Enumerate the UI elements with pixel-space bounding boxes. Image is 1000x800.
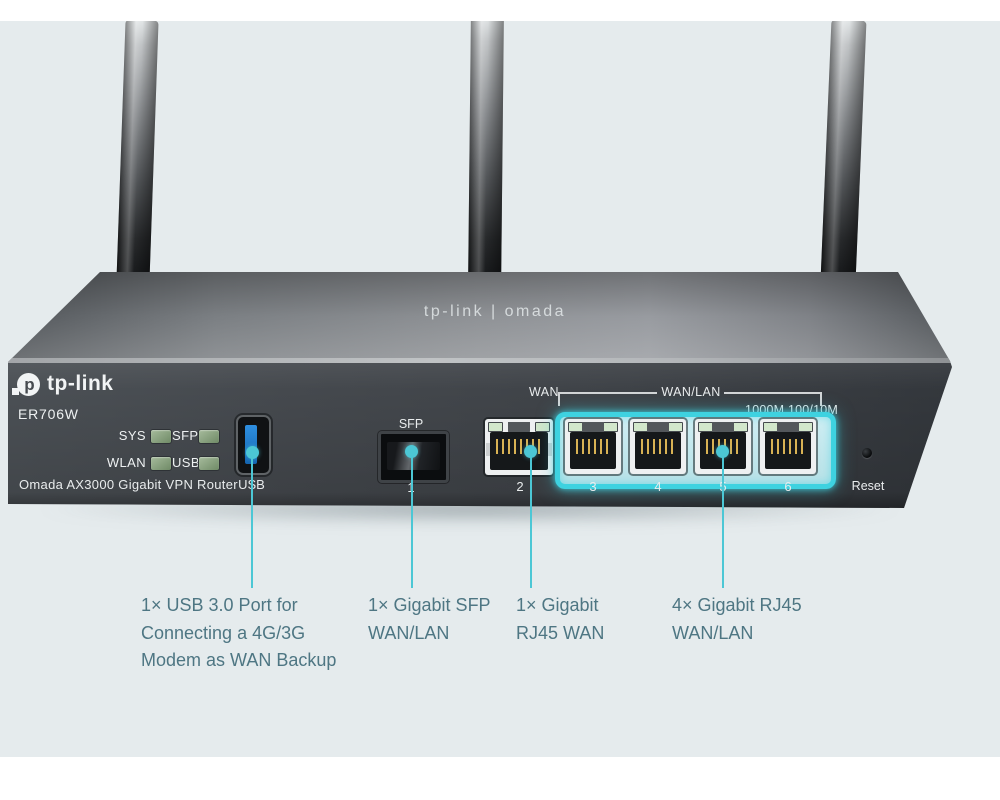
brand-wordmark: tp-link <box>47 372 114 395</box>
rj45-port-2-wan <box>485 419 553 475</box>
caption-usb: 1× USB 3.0 Port for Connecting a 4G/3G M… <box>141 595 337 670</box>
port-led-window <box>488 422 503 432</box>
led-sfp-label: SFP <box>172 428 199 443</box>
rj45-port-4 <box>630 419 686 474</box>
led-sfp-indicator <box>198 429 220 444</box>
port-1-number: 1 <box>395 480 427 495</box>
port-led-window <box>668 422 683 432</box>
port-clip-notch <box>508 422 530 435</box>
antenna-middle <box>468 15 504 295</box>
port-led-window <box>633 422 648 432</box>
port-3-number: 3 <box>589 479 597 494</box>
port-led-window <box>568 422 583 432</box>
port-side-tab <box>548 443 552 456</box>
annotation-dot-wan <box>524 445 537 458</box>
rj45-port-6 <box>760 419 816 474</box>
port-6-number: 6 <box>784 479 792 494</box>
caption-wan: 1× Gigabit RJ45 WAN <box>516 595 605 643</box>
led-sys-indicator <box>150 429 172 444</box>
router-top-face <box>8 272 952 363</box>
port-4-number: 4 <box>654 479 662 494</box>
reset-button <box>862 448 872 458</box>
caption-sfp: 1× Gigabit SFP WAN/LAN <box>368 595 491 643</box>
wanlan-label: WAN/LAN <box>661 385 721 399</box>
port-led-window <box>603 422 618 432</box>
port-led-window <box>698 422 713 432</box>
annotation-line-sfp <box>411 455 413 588</box>
wanlan-bracket-tick-left <box>558 392 560 406</box>
annotation-line-wanlan <box>722 455 724 588</box>
annotation-line-wan <box>530 455 532 588</box>
white-band-top <box>0 0 1000 21</box>
led-wlan-label: WLAN <box>106 455 146 470</box>
port-side-tab <box>486 443 490 456</box>
port-clip-notch <box>647 422 669 435</box>
wanlan-bracket-tick-right <box>820 392 822 406</box>
reset-label: Reset <box>851 479 885 493</box>
wan-label: WAN <box>529 385 559 399</box>
white-band-bottom <box>0 757 1000 800</box>
port-led-window <box>763 422 778 432</box>
wanlan-bracket-line-right <box>724 392 822 394</box>
port-clip-notch <box>712 422 734 435</box>
wanlan-bracket-line-left <box>558 392 657 394</box>
annotation-dot-wanlan <box>716 445 729 458</box>
top-panel-logo: tp-link | omada <box>423 303 567 320</box>
annotation-dot-usb <box>246 446 259 459</box>
port-led-window <box>535 422 550 432</box>
port-2-number: 2 <box>516 479 524 494</box>
annotation-line-usb <box>251 456 253 588</box>
led-sys-label: SYS <box>118 428 146 443</box>
port-clip-notch <box>582 422 604 435</box>
port-pins <box>576 439 610 454</box>
led-usb-indicator <box>198 456 220 471</box>
router-front-edge-highlight <box>8 358 952 363</box>
product-name: Omada AX3000 Gigabit VPN Router <box>19 477 238 492</box>
led-wlan-indicator <box>150 456 172 471</box>
model-number: ER706W <box>18 406 79 422</box>
port-clip-notch <box>777 422 799 435</box>
tp-link-logo: p tp-link <box>12 372 114 396</box>
port-pins <box>641 439 675 454</box>
port-led-window <box>798 422 813 432</box>
usb-port <box>236 415 271 475</box>
annotation-dot-sfp <box>405 445 418 458</box>
caption-wanlan: 4× Gigabit RJ45 WAN/LAN <box>672 595 802 643</box>
tp-link-logo-icon: p <box>12 372 40 396</box>
led-usb-label: USB <box>172 455 200 470</box>
port-led-window <box>733 422 748 432</box>
port-pins <box>771 439 805 454</box>
rj45-port-3 <box>565 419 621 474</box>
